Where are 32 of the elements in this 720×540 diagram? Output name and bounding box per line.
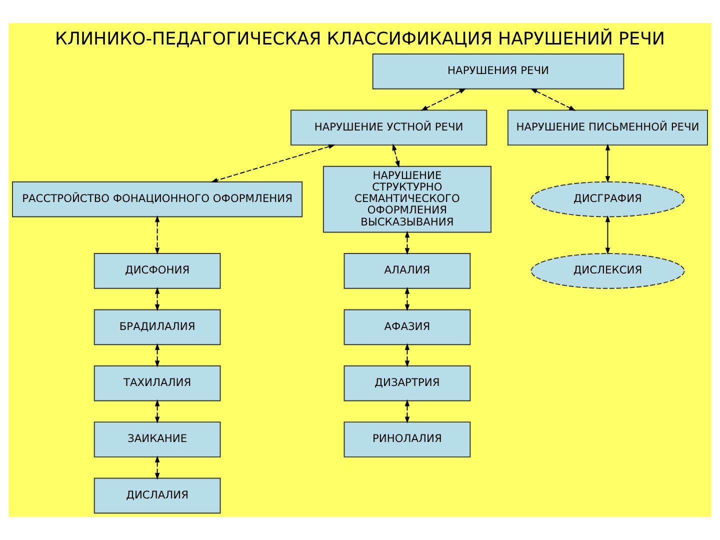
node-box: АЛАЛИЯ <box>344 253 471 289</box>
node-box: ДИСЛАЛИЯ <box>94 478 221 514</box>
node-ellipse: ДИСЛЕКСИЯ <box>530 253 685 289</box>
node-box: АФАЗИЯ <box>344 309 471 346</box>
arrow <box>154 215 160 255</box>
node-box: НАРУШЕНИЕ СТРУКТУРНО СЕМАНТИЧЕСКОГО ОФОРМЛЕНИЯ ВЫСКАЗЫВАНИЯ <box>322 166 492 233</box>
arrow <box>154 456 160 480</box>
node-box: НАРУШЕНИЯ РЕЧИ <box>372 54 624 90</box>
arrow <box>404 399 410 424</box>
arrow <box>392 144 400 168</box>
arrow <box>210 144 336 183</box>
node-box: РАССТРОЙСТВО ФОНАЦИОННОГО ОФОРМЛЕНИЯ <box>12 181 303 218</box>
node-box: ДИЗАРТРИЯ <box>344 365 471 402</box>
node-ellipse: ДИСГРАФИЯ <box>530 181 685 218</box>
arrow <box>605 144 610 183</box>
arrow <box>530 88 576 111</box>
node-box: НАРУШЕНИЕ ПИСЬМЕННОЙ РЕЧИ <box>507 110 708 146</box>
node-box: ДИСФОНИЯ <box>94 253 221 289</box>
arrow <box>420 88 466 111</box>
arrow <box>404 343 410 368</box>
arrow <box>605 215 610 255</box>
arrow <box>154 343 160 368</box>
arrow <box>404 287 410 312</box>
arrow <box>154 399 160 424</box>
arrow <box>154 287 160 312</box>
diagram-title: КЛИНИКО-ПЕДАГОГИЧЕСКАЯ КЛАССИФИКАЦИЯ НАРУШЕНИЙ РЕЧИ <box>55 30 665 50</box>
node-box: ТАХИЛАЛИЯ <box>94 365 221 402</box>
node-box: НАРУШЕНИЕ УСТНОЙ РЕЧИ <box>290 110 488 146</box>
arrow <box>404 230 410 255</box>
node-box: РИНОЛАЛИЯ <box>344 422 471 458</box>
node-box: БРАДИЛАЛИЯ <box>94 309 221 346</box>
node-box: ЗАИКАНИЕ <box>94 422 221 458</box>
